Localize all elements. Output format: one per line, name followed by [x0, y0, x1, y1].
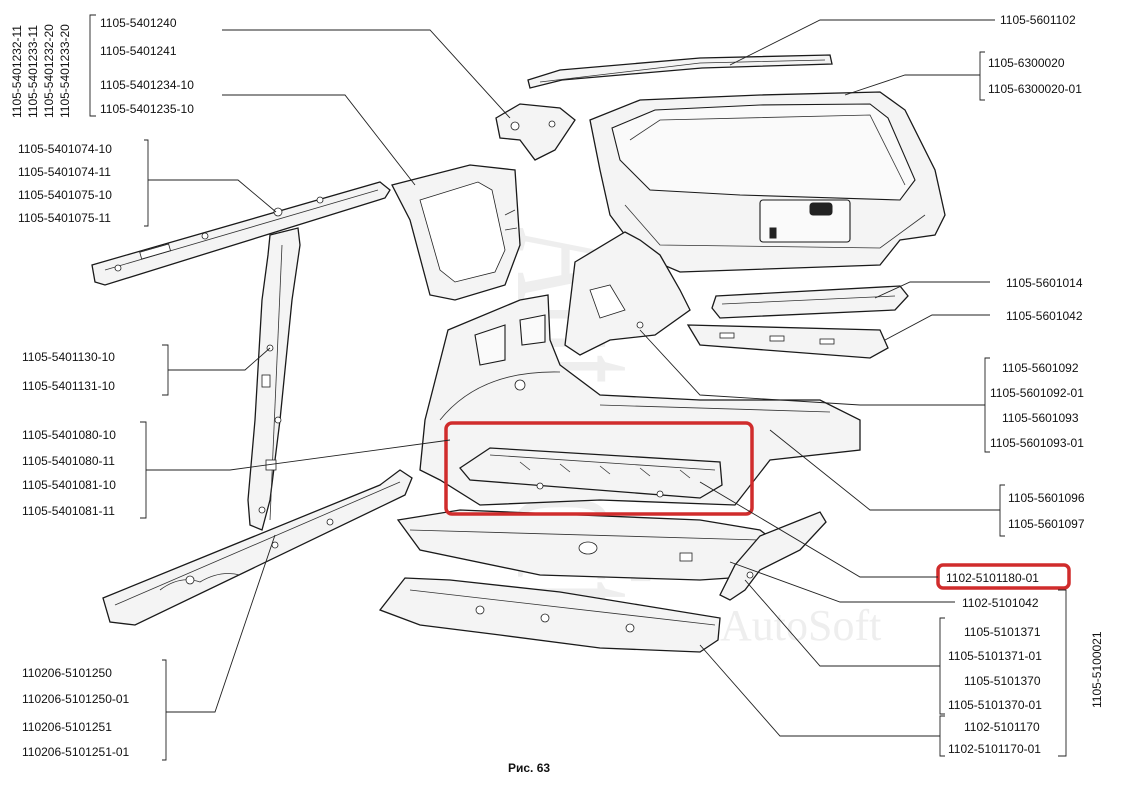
figure-caption: Рис. 63 — [508, 761, 551, 775]
label-center-pillar-1: 1105-5401131-10 — [22, 379, 115, 393]
label-tailgate-1: 1105-6300020-01 — [988, 82, 1082, 96]
cross-member-upper-part — [711, 285, 909, 319]
label-front-floor-0: 110206-5101250 — [22, 666, 112, 680]
window-bracket-part — [495, 103, 576, 161]
label-floor-cross-member: 1102-5101042 — [962, 596, 1039, 610]
front-floor-member-part — [378, 577, 721, 653]
bracket-tailgate — [979, 51, 985, 101]
leader-cross-lower — [884, 314, 990, 341]
leader-floor-bracket — [729, 561, 955, 603]
label-wheel-arch-0: 1105-5601092 — [1002, 361, 1079, 375]
tailgate-part — [589, 91, 946, 273]
bracket-floor-front — [939, 715, 945, 757]
leader-sill — [146, 439, 451, 471]
vertical-label-0: 1105-5401232-11 — [10, 25, 24, 118]
bracket-floor-side — [939, 617, 945, 715]
label-floor-side-0: 1105-5101371 — [964, 625, 1041, 639]
bracket-roof-rail — [144, 139, 149, 227]
label-sill-2: 1105-5401081-10 — [22, 478, 116, 492]
bracket-rear-floor — [999, 484, 1005, 537]
side-sill-part — [102, 469, 413, 626]
center-pillar-part — [247, 227, 301, 531]
label-roof-rail-2: 1105-5401075-10 — [18, 188, 112, 202]
label-highlighted-part: 1102-5101180-01 — [946, 571, 1039, 585]
leader-highlighted — [699, 481, 938, 578]
leader-wheel-arch — [639, 329, 985, 406]
vertical-label-3: 1105-5401233-20 — [58, 24, 72, 118]
label-upper-window-0: 1105-5401240 — [100, 16, 177, 30]
quarter-window-panel-part — [391, 164, 521, 301]
rear-floor-cross-panel-part — [459, 447, 723, 499]
label-floor-front-1: 1102-5101170-01 — [948, 742, 1041, 756]
label-center-pillar-0: 1105-5401130-10 — [22, 350, 115, 364]
label-floor-side-3: 1105-5101370-01 — [948, 698, 1042, 712]
rear-floor-part — [396, 509, 781, 581]
roof-strip-part — [527, 54, 833, 89]
leader-front-floor — [166, 534, 276, 713]
vertical-label-1: 1105-5401233-11 — [26, 25, 40, 118]
label-rear-floor-1: 1105-5601097 — [1008, 517, 1085, 531]
highlight-label-box — [936, 563, 1071, 590]
label-front-floor-2: 110206-5101251 — [22, 720, 112, 734]
label-upper-window-1: 1105-5401241 — [100, 44, 177, 58]
label-cross-member-lower: 1105-5601042 — [1006, 309, 1083, 323]
leader-rear-floor — [769, 429, 1000, 511]
floor-bracket-part — [719, 511, 827, 601]
label-floor-front-0: 1102-5101170 — [964, 720, 1040, 734]
label-upper-window-3: 1105-5401235-10 — [100, 102, 194, 116]
leader-roof-rail — [148, 179, 277, 213]
bracket-sill — [140, 421, 147, 519]
bracket-center-pillar — [162, 344, 169, 396]
highlight-box — [444, 421, 754, 516]
leader-quarter-panel — [222, 94, 416, 186]
label-roof-rail-3: 1105-5401075-11 — [18, 211, 111, 225]
leader-center-pillar — [168, 347, 271, 371]
leader-floor-side — [744, 579, 940, 667]
leader-upper-window — [222, 29, 511, 119]
label-wheel-arch-1: 1105-5601092-01 — [990, 386, 1084, 400]
label-roof-rail-0: 1105-5401074-10 — [18, 142, 112, 156]
label-sill-1: 1105-5401080-11 — [22, 454, 115, 468]
label-roof-rail-1: 1105-5401074-11 — [18, 165, 111, 179]
leader-roof-strip — [729, 19, 995, 66]
vertical-label-2: 1105-5401232-20 — [42, 24, 56, 118]
label-cross-member-upper: 1105-5601014 — [1006, 276, 1083, 290]
leader-tailgate — [844, 74, 980, 96]
label-wheel-arch-2: 1105-5601093 — [1002, 411, 1079, 425]
leader-floor-front — [699, 644, 940, 737]
leader-cross-upper — [874, 281, 990, 299]
bracket-front-floor — [162, 659, 167, 761]
roof-rail-part — [91, 181, 391, 286]
label-front-floor-3: 110206-5101251-01 — [22, 745, 130, 759]
label-sill-3: 1105-5401081-11 — [22, 504, 115, 518]
rear-pillar-inner-part — [564, 231, 691, 356]
label-wheel-arch-3: 1105-5601093-01 — [990, 436, 1084, 450]
bracket-floor-assembly — [1058, 589, 1067, 757]
label-tailgate-0: 1105-6300020 — [988, 56, 1065, 70]
label-roof-strip: 1105-5601102 — [1000, 13, 1076, 27]
label-floor-assembly: 1105-5100021 — [1090, 631, 1104, 708]
bracket-top-left-group — [89, 14, 96, 117]
label-sill-0: 1105-5401080-10 — [22, 428, 116, 442]
label-rear-floor-0: 1105-5601096 — [1008, 491, 1085, 505]
label-floor-side-1: 1105-5101371-01 — [948, 649, 1042, 663]
cross-member-lower-part — [686, 324, 889, 359]
label-front-floor-1: 110206-5101250-01 — [22, 692, 130, 706]
label-floor-side-2: 1105-5101370 — [964, 674, 1041, 688]
label-upper-window-2: 1105-5401234-10 — [100, 78, 194, 92]
